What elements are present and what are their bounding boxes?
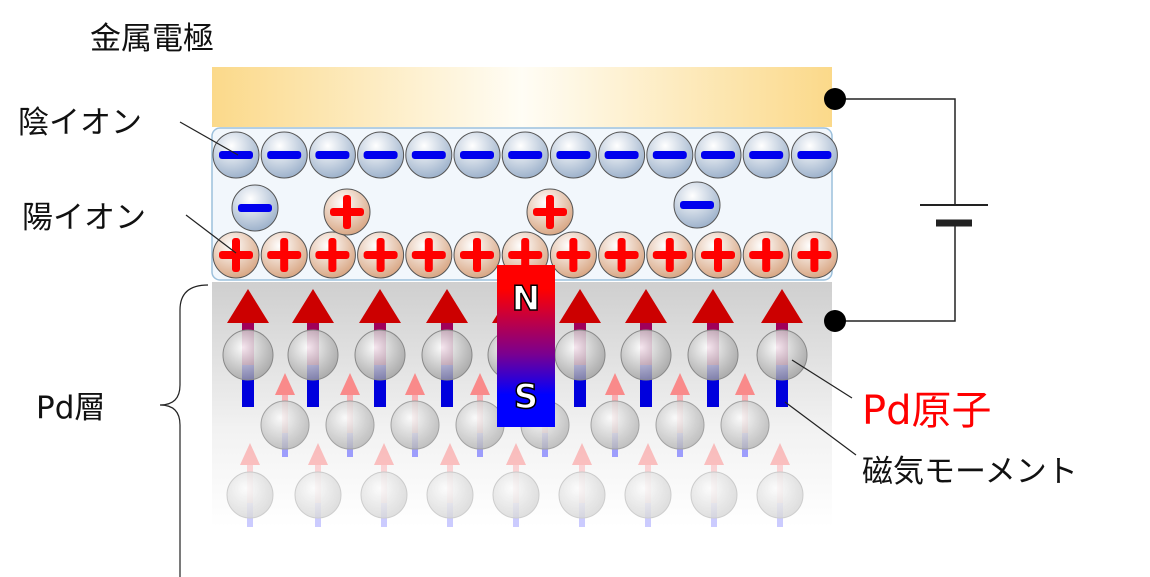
cation bbox=[742, 231, 790, 279]
anion bbox=[501, 131, 549, 179]
magnet: N S bbox=[497, 265, 555, 427]
anion bbox=[549, 131, 597, 179]
pd-atom bbox=[354, 289, 406, 407]
label-cation: 陽イオン bbox=[22, 200, 146, 236]
pd-atom bbox=[455, 373, 505, 457]
anion bbox=[405, 131, 453, 179]
anion bbox=[231, 184, 279, 232]
pd-atom bbox=[426, 443, 474, 527]
anion bbox=[453, 131, 501, 179]
pd-atom bbox=[226, 443, 274, 527]
pd-layer-brace bbox=[159, 284, 209, 577]
anion bbox=[790, 131, 838, 179]
pd-atom bbox=[325, 373, 375, 457]
magnet-south-label: S bbox=[514, 377, 539, 417]
cation bbox=[323, 188, 371, 236]
anion bbox=[673, 181, 721, 229]
cation bbox=[453, 231, 501, 279]
pd-atom bbox=[421, 289, 473, 407]
cation bbox=[526, 188, 574, 236]
anion bbox=[308, 131, 356, 179]
anion bbox=[694, 131, 742, 179]
pd-atom bbox=[655, 373, 705, 457]
label-magnetic-moment: 磁気モーメント bbox=[862, 454, 1078, 490]
anion bbox=[598, 131, 646, 179]
cation bbox=[694, 231, 742, 279]
cation bbox=[598, 231, 646, 279]
label-pd-atom: Pd原子 bbox=[862, 388, 992, 434]
label-electrode: 金属電極 bbox=[90, 21, 214, 57]
anion bbox=[212, 131, 260, 179]
pd-atom bbox=[260, 373, 310, 457]
anion bbox=[742, 131, 790, 179]
pd-atom bbox=[287, 289, 339, 407]
pd-atom bbox=[756, 443, 804, 527]
pd-atom bbox=[360, 443, 408, 527]
pd-atom bbox=[222, 289, 274, 407]
cation bbox=[357, 231, 405, 279]
terminal-bottom bbox=[824, 310, 846, 332]
anion bbox=[260, 131, 308, 179]
pd-atom bbox=[720, 373, 770, 457]
label-pd-layer: Pd層 bbox=[36, 390, 105, 426]
pd-atom bbox=[390, 373, 440, 457]
anion bbox=[357, 131, 405, 179]
pd-atom bbox=[620, 289, 672, 407]
pd-atom bbox=[558, 443, 606, 527]
pd-atom bbox=[687, 289, 739, 407]
leader-lines bbox=[159, 121, 857, 577]
terminal-top bbox=[824, 88, 846, 110]
cation bbox=[308, 231, 356, 279]
magnet-north-label: N bbox=[512, 279, 540, 319]
pd-atom bbox=[756, 289, 808, 407]
cation bbox=[260, 231, 308, 279]
cation bbox=[549, 231, 597, 279]
battery-circuit bbox=[845, 98, 988, 322]
metal-electrode bbox=[212, 67, 832, 127]
label-anion: 陰イオン bbox=[18, 105, 142, 141]
cation bbox=[212, 231, 260, 279]
pd-atom bbox=[624, 443, 672, 527]
pd-atom bbox=[492, 443, 540, 527]
pd-atom bbox=[294, 443, 342, 527]
pd-atom bbox=[590, 373, 640, 457]
pd-atom bbox=[690, 443, 738, 527]
pd-atom bbox=[554, 289, 606, 407]
cation bbox=[646, 231, 694, 279]
anion bbox=[646, 131, 694, 179]
cation bbox=[790, 231, 838, 279]
cation bbox=[405, 231, 453, 279]
